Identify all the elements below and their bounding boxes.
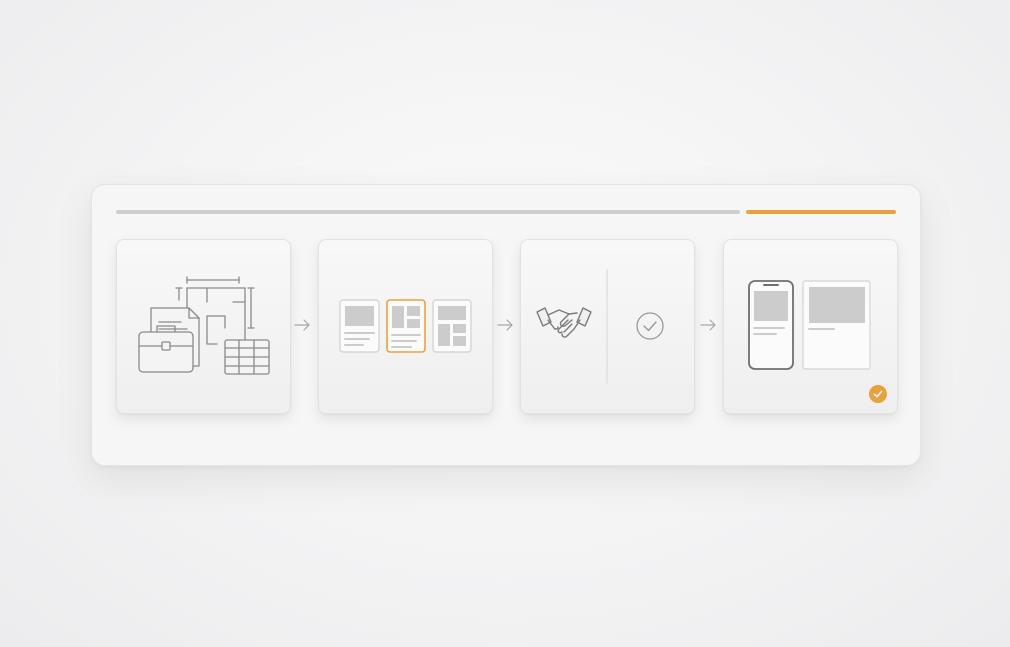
web-page-icon [802,280,871,370]
briefcase-icon [138,325,194,373]
step-card-choose-layout[interactable] [318,239,493,414]
arrow-right-icon [294,319,310,331]
layout-option-icon[interactable] [432,299,472,353]
table-icon [224,339,270,375]
checkmark-badge-icon [869,385,887,403]
layout-option-selected-icon[interactable] [386,299,426,353]
phone-icon [748,280,794,370]
step-card-agree[interactable] [520,239,695,414]
workflow-panel [91,184,921,466]
handshake-icon [536,307,592,338]
check-circle-icon [636,312,664,340]
progress-bar [116,210,896,214]
arrow-right-icon [497,319,513,331]
progress-current-segment [746,210,896,214]
step-card-gather[interactable] [116,239,291,414]
step-card-deliver[interactable] [723,239,898,414]
arrow-right-icon [700,319,716,331]
layout-option-icon[interactable] [339,299,380,353]
progress-completed-segment [116,210,740,214]
